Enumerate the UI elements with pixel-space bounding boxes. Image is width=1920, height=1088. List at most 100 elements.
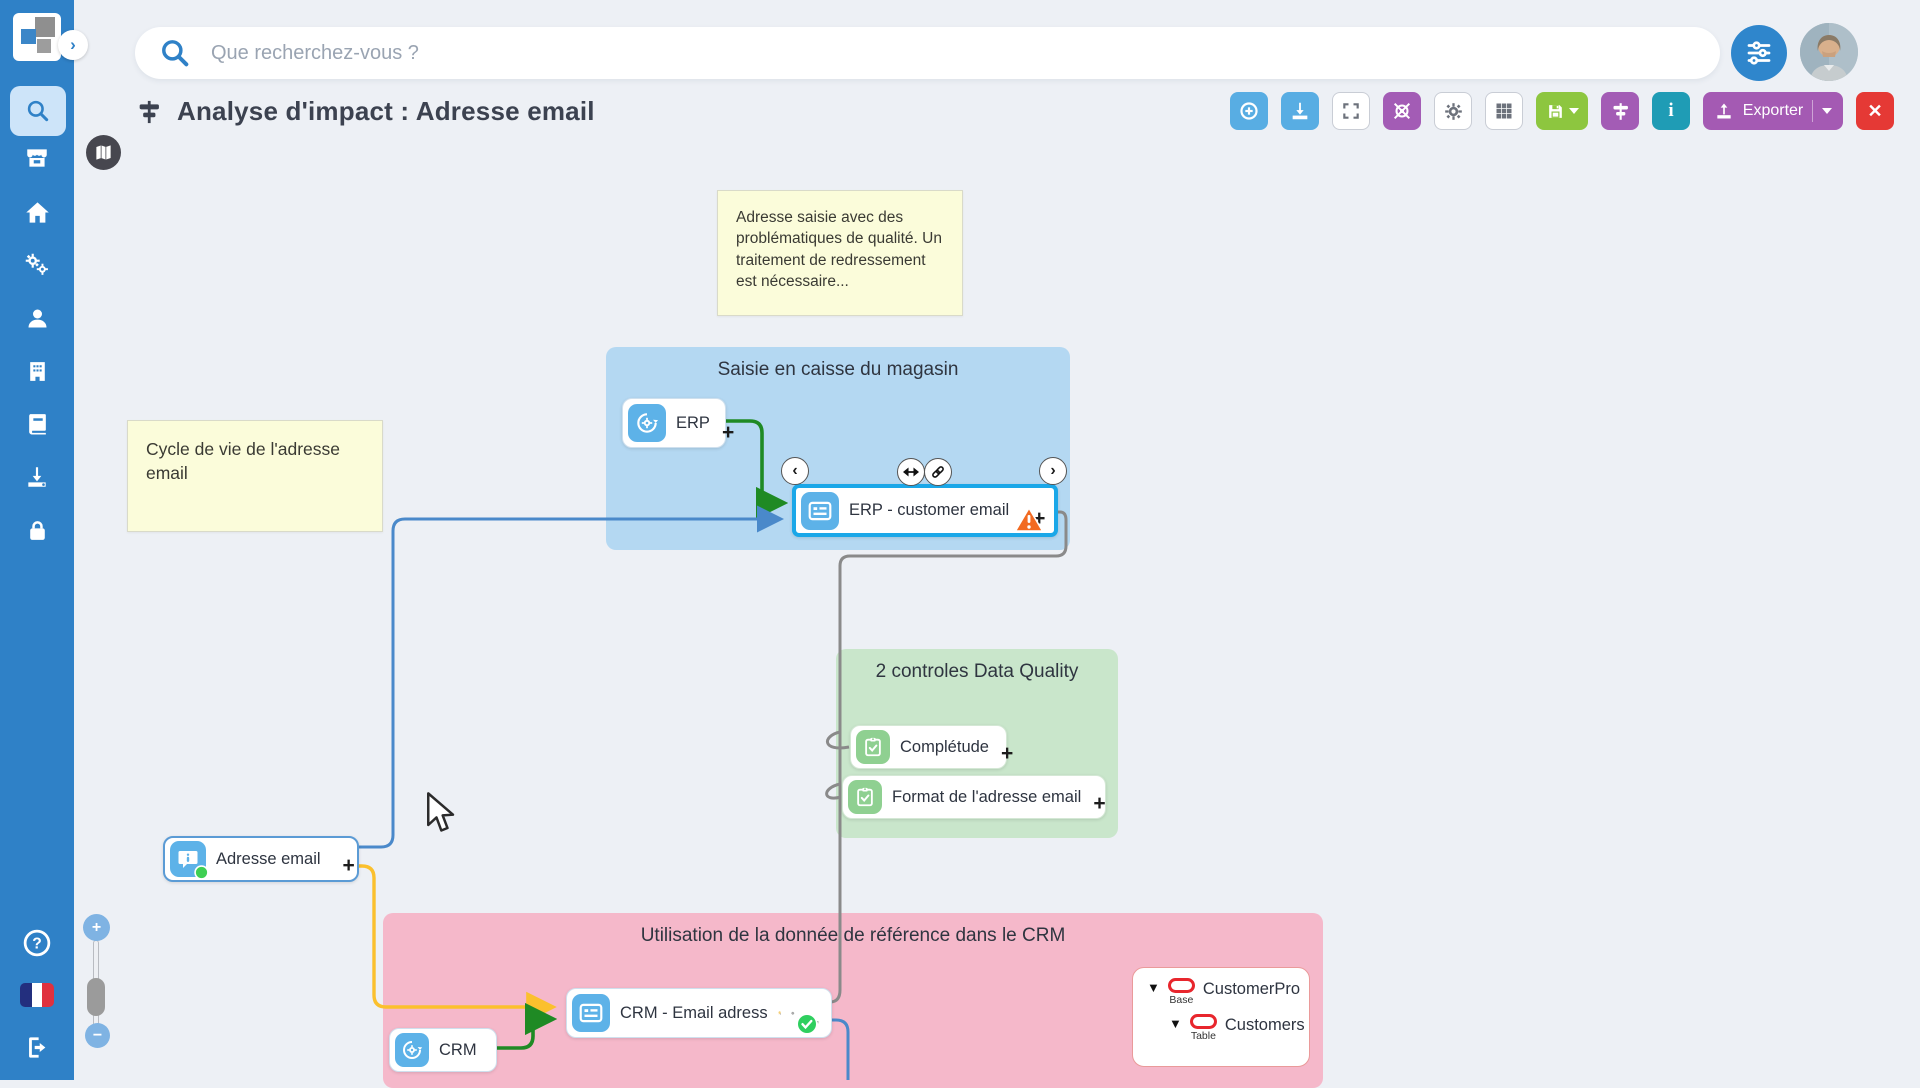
tree-row-base[interactable]: ▼ Base CustomerPro <box>1147 978 1301 1006</box>
sidebar-item-users[interactable] <box>0 291 74 345</box>
global-search[interactable] <box>135 27 1720 79</box>
zoom-out-button[interactable]: − <box>85 1023 110 1048</box>
horizontal-arrows-icon <box>903 464 919 480</box>
node-label: Complétude <box>900 738 989 757</box>
diagram-settings-button[interactable] <box>1434 92 1472 130</box>
node-crm[interactable]: CRM <box>389 1028 497 1072</box>
search-icon <box>159 37 191 69</box>
fullscreen-icon <box>1341 101 1361 121</box>
home-icon <box>24 199 51 226</box>
zoom-in-button[interactable]: + <box>83 914 110 941</box>
upload-icon <box>1714 101 1734 121</box>
save-button[interactable] <box>1536 92 1588 130</box>
sticky-note[interactable]: Adresse saisie avec des problématiques d… <box>717 190 963 316</box>
sticky-note[interactable]: Cycle de vie de l'adresse email <box>127 420 383 532</box>
app-logo[interactable] <box>13 13 61 61</box>
lock-icon <box>25 518 50 543</box>
download-image-button[interactable] <box>1281 92 1319 130</box>
avatar-photo <box>1800 23 1858 81</box>
sidebar-item-marketplace[interactable] <box>0 131 74 185</box>
sidebar-item-search[interactable] <box>10 86 66 136</box>
node-completude[interactable]: Complétude + <box>850 725 1007 769</box>
export-caret <box>1822 108 1832 114</box>
filter-button[interactable] <box>1731 25 1787 81</box>
collapse-triangle-icon[interactable]: ▼ <box>1147 978 1160 998</box>
user-icon <box>24 305 51 332</box>
close-button[interactable]: ✕ <box>1856 92 1894 130</box>
prev-link-button[interactable]: ‹ <box>781 457 809 485</box>
marketplace-icon <box>24 145 50 171</box>
expand-plus-button[interactable]: + <box>341 857 357 875</box>
user-avatar[interactable] <box>1800 23 1858 81</box>
table-grid-icon <box>1494 101 1514 121</box>
node-label: CRM - Email adress <box>620 1004 768 1023</box>
field-icon <box>572 994 610 1032</box>
tree-row-table[interactable]: ▼ Table Customers <box>1169 1014 1301 1042</box>
gear-icon <box>1443 101 1464 122</box>
export-button[interactable]: Exporter <box>1703 92 1843 130</box>
info-button[interactable]: i <box>1652 92 1690 130</box>
minimap-button[interactable] <box>86 135 121 170</box>
warning-icon <box>1014 506 1044 533</box>
expand-plus-button[interactable]: + <box>1091 795 1107 813</box>
property-info-icon <box>170 841 206 877</box>
graph-layout-button[interactable] <box>1383 92 1421 130</box>
center-target-button[interactable] <box>1230 92 1268 130</box>
status-dot <box>194 865 209 880</box>
node-erp[interactable]: ERP + <box>622 398 726 448</box>
graph-icon <box>1391 100 1413 122</box>
building-icon <box>25 359 50 384</box>
language-selector-fr[interactable] <box>0 968 74 1022</box>
sidebar-item-help[interactable]: ? <box>0 916 74 970</box>
group-title: Saisie en caisse du magasin <box>606 347 1070 381</box>
save-icon <box>1546 102 1565 121</box>
application-icon <box>628 404 666 442</box>
sidebar-item-organization[interactable] <box>0 344 74 398</box>
impact-analysis-button[interactable] <box>1601 92 1639 130</box>
french-flag-icon <box>20 983 54 1007</box>
expand-plus-button[interactable]: + <box>720 424 736 442</box>
zoom-slider-handle[interactable] <box>87 978 105 1016</box>
sidebar-item-glossary[interactable] <box>0 396 74 450</box>
search-input[interactable] <box>211 42 1720 65</box>
link-adresse-to-erpemail[interactable] <box>358 519 778 847</box>
logout-button[interactable] <box>0 1020 74 1074</box>
link-button[interactable] <box>924 458 952 486</box>
svg-text:?: ? <box>32 936 42 953</box>
database-tree-panel[interactable]: ▼ Base CustomerPro ▼ Table Customers <box>1132 967 1310 1067</box>
note-text: Cycle de vie de l'adresse email <box>146 439 340 483</box>
chain-link-icon <box>930 464 946 480</box>
application-icon <box>395 1033 429 1067</box>
resize-link-button[interactable] <box>897 458 925 486</box>
table-icon <box>1190 1014 1217 1029</box>
sidebar-item-import[interactable] <box>0 450 74 504</box>
expand-plus-button[interactable]: + <box>999 745 1015 763</box>
validated-check-icon <box>795 1012 819 1036</box>
logo-pixel <box>37 39 51 53</box>
tree-type-label: Table <box>1191 1030 1216 1042</box>
collapse-triangle-icon[interactable]: ▼ <box>1169 1014 1182 1034</box>
sidebar-item-settings[interactable] <box>0 238 74 292</box>
sidebar-item-home[interactable] <box>0 185 74 239</box>
golden-source-icon <box>778 1000 781 1026</box>
tree-table-label[interactable]: Customers <box>1225 1014 1305 1036</box>
sidebar-expand-button[interactable]: › <box>58 30 88 60</box>
node-label: Format de l'adresse email <box>892 788 1081 807</box>
next-link-button[interactable]: › <box>1039 457 1067 485</box>
page-header: Analyse d'impact : Adresse email <box>135 96 595 127</box>
tree-base-label[interactable]: CustomerPro <box>1203 978 1300 1000</box>
node-format-adresse[interactable]: Format de l'adresse email + <box>842 775 1106 819</box>
map-icon <box>94 143 113 162</box>
table-view-button[interactable] <box>1485 92 1523 130</box>
node-adresse-email[interactable]: Adresse email + <box>163 836 359 882</box>
gears-icon <box>22 250 52 280</box>
logout-icon <box>24 1034 51 1061</box>
node-crm-email-adress[interactable]: CRM - Email adress + <box>566 988 832 1038</box>
impact-analysis-icon <box>135 98 163 126</box>
info-icon: i <box>1668 100 1673 122</box>
close-icon: ✕ <box>1867 101 1882 122</box>
fullscreen-button[interactable] <box>1332 92 1370 130</box>
sidebar: ? <box>0 0 74 1080</box>
sidebar-item-security[interactable] <box>0 503 74 557</box>
page-title: Analyse d'impact : Adresse email <box>177 96 595 127</box>
